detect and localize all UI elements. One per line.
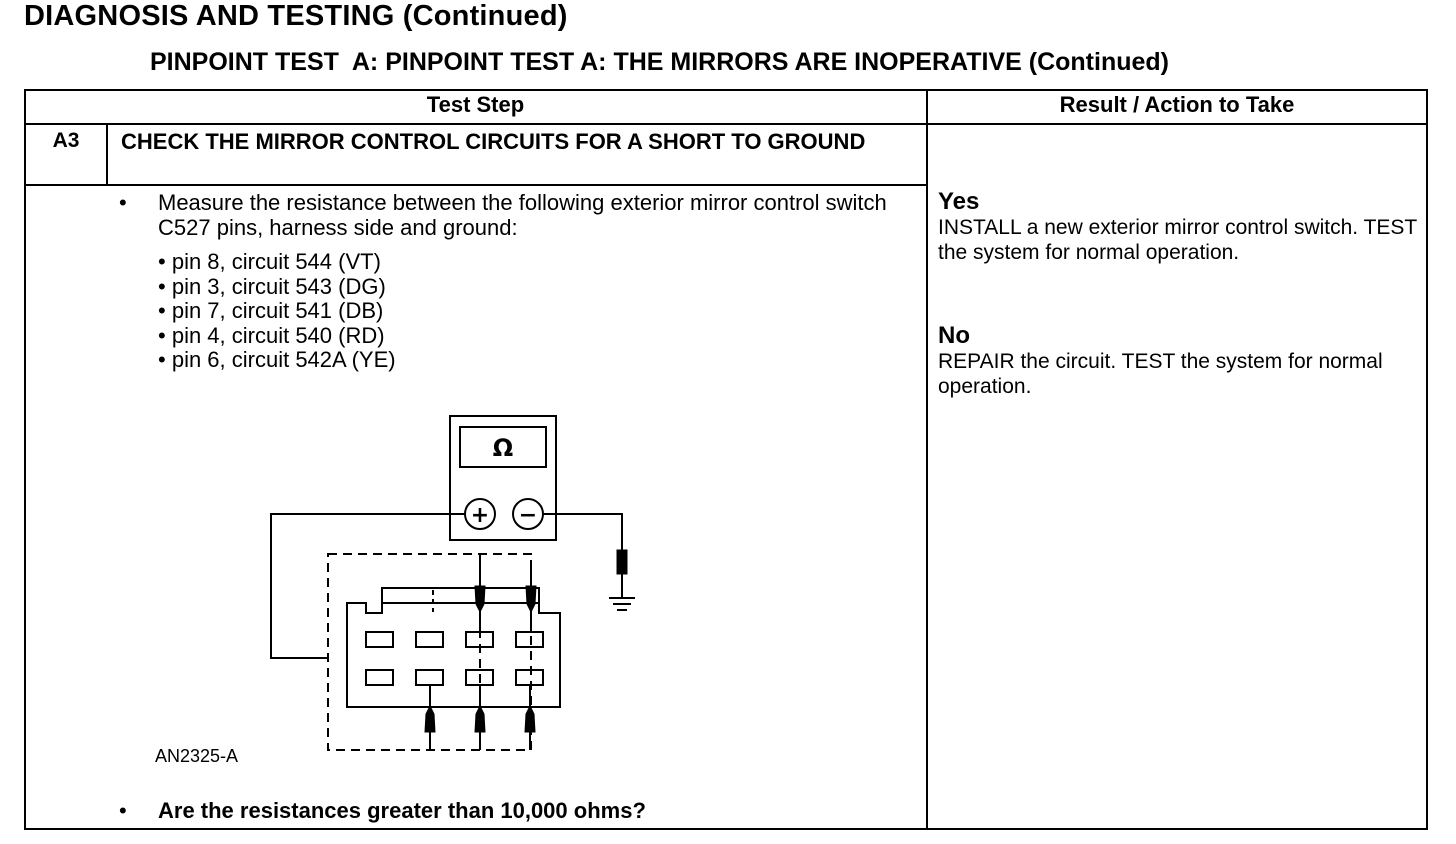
result-no-label: No <box>938 322 970 349</box>
step-title: CHECK THE MIRROR CONTROL CIRCUITS FOR A … <box>121 129 866 154</box>
plus-icon: + <box>471 503 489 528</box>
step-id: A3 <box>52 129 80 152</box>
page-title: DIAGNOSIS AND TESTING (Continued) <box>24 0 568 32</box>
step-id-divider <box>106 123 108 185</box>
probe-tip <box>474 585 486 614</box>
bullet-icon: • <box>119 190 127 215</box>
pin-list-item: pin 4, circuit 540 (RD) <box>158 323 396 349</box>
pin-list-item: pin 8, circuit 544 (VT) <box>158 249 396 275</box>
result-yes-label: Yes <box>938 188 980 215</box>
result-no-action: REPAIR the circuit. TEST the system for … <box>938 350 1383 398</box>
pin-list-item: pin 7, circuit 541 (DB) <box>158 298 396 324</box>
result-yes-action: INSTALL a new exterior mirror control sw… <box>938 216 1417 264</box>
probe-tip <box>424 704 436 733</box>
ohmmeter-body <box>449 415 557 541</box>
pin-list: pin 8, circuit 544 (VT) pin 3, circuit 5… <box>158 249 396 373</box>
pinpoint-test-title: PINPOINT TEST A: PINPOINT TEST A: THE MI… <box>150 48 1169 76</box>
step-question: Are the resistances greater than 10,000 … <box>158 798 646 823</box>
column-divider <box>926 89 928 830</box>
step-instruction: Measure the resistance between the follo… <box>158 190 887 240</box>
connector-housing <box>346 587 561 708</box>
column-header-result: Result / Action to Take <box>1059 92 1295 117</box>
header-row-divider <box>24 123 1428 125</box>
step-title-divider <box>24 184 927 186</box>
positive-lead <box>270 513 466 659</box>
column-header-test-step: Test Step <box>426 92 525 117</box>
probe-tip <box>525 585 537 614</box>
figure-id: AN2325-A <box>155 746 239 766</box>
probe-tip <box>524 704 536 733</box>
probe-tip <box>474 704 486 733</box>
test-table <box>24 89 1428 830</box>
bullet-icon: • <box>119 798 127 823</box>
minus-icon: − <box>519 503 537 528</box>
pin-list-item: pin 6, circuit 542A (YE) <box>158 347 396 373</box>
ohmmeter-display <box>459 426 547 468</box>
negative-lead <box>543 513 623 552</box>
ohm-symbol: Ω <box>493 434 513 462</box>
pin-list-item: pin 3, circuit 543 (DG) <box>158 274 396 300</box>
